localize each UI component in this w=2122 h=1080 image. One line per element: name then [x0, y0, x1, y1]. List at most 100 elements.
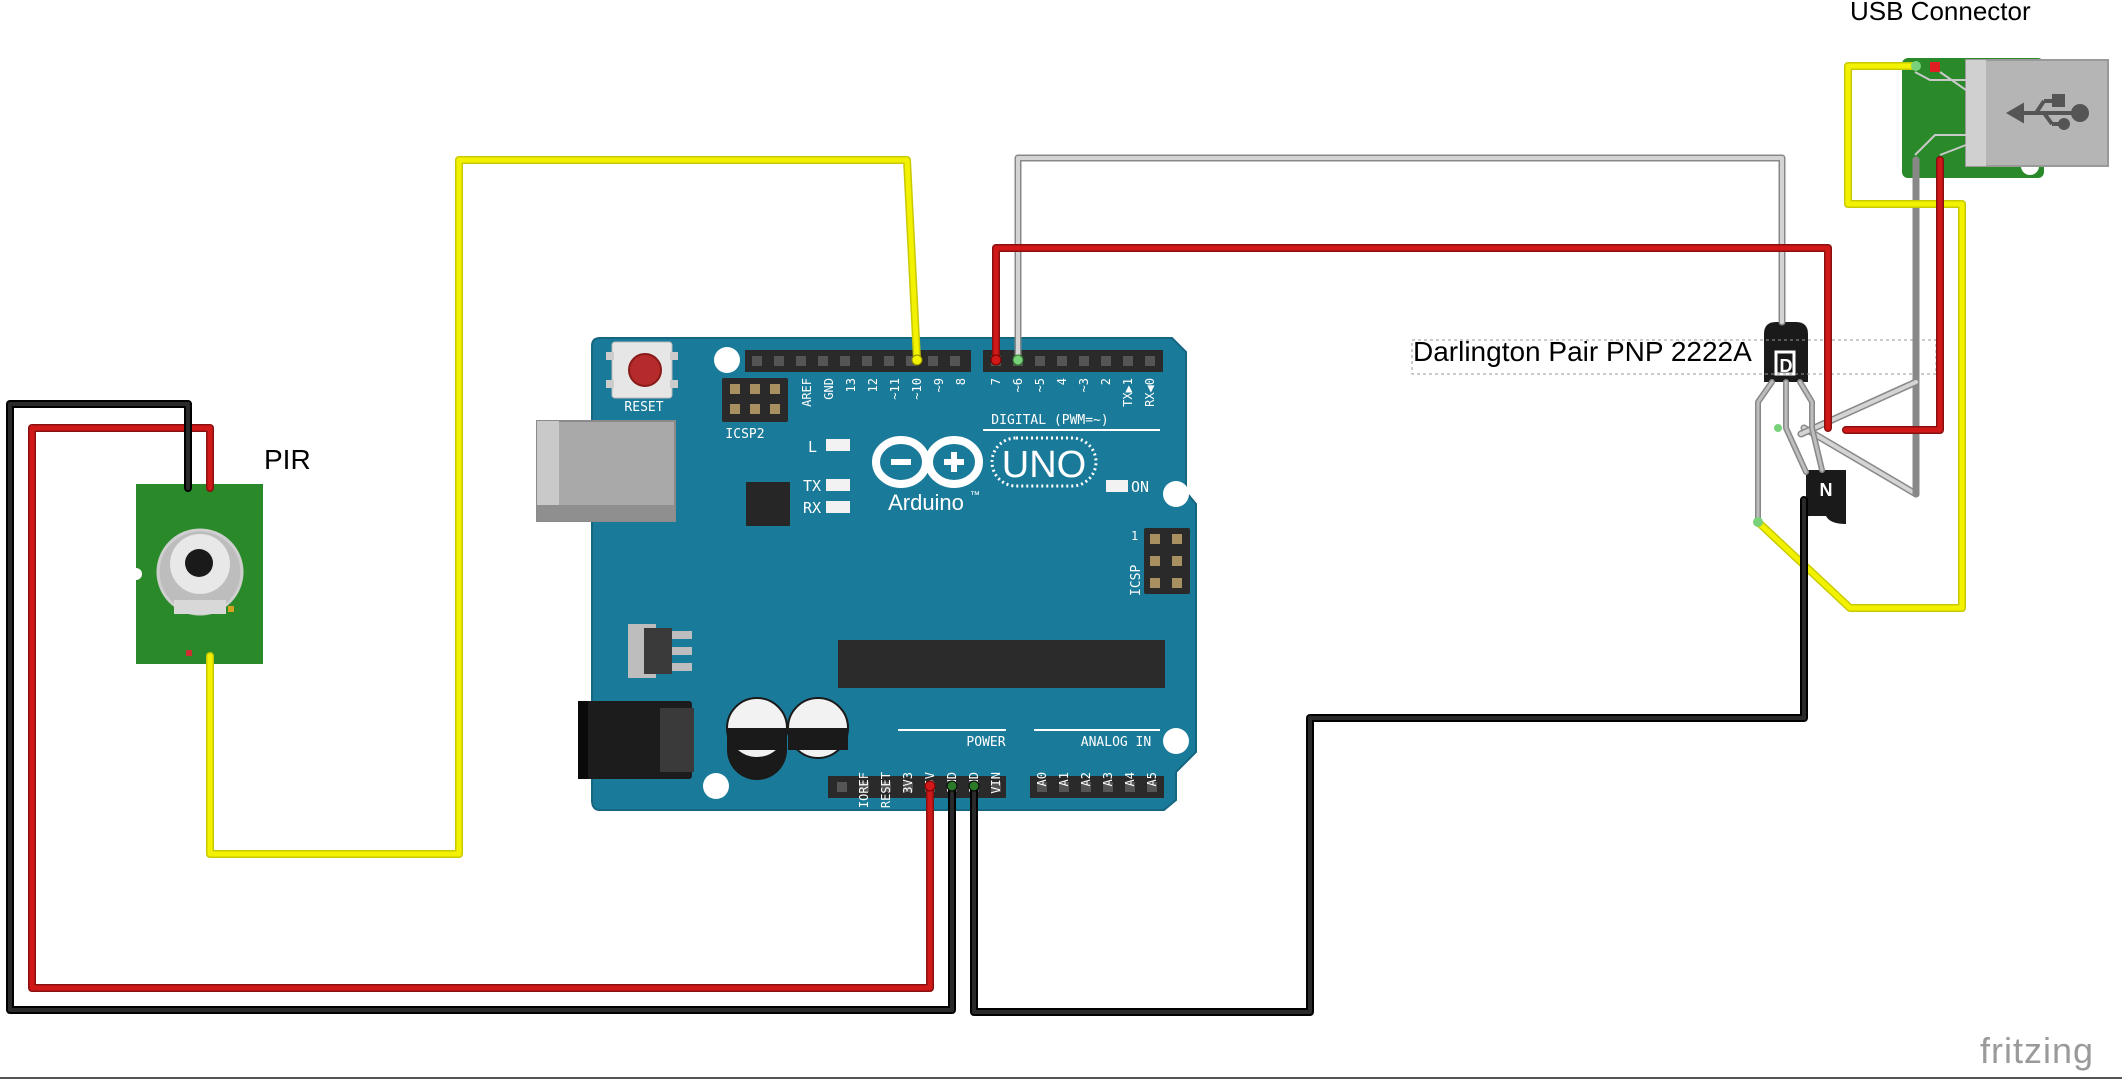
analog-section-label: ANALOG IN: [1081, 735, 1151, 750]
header-pin: [906, 356, 916, 366]
header-pin: [818, 356, 828, 366]
digital-pin-label: RX◀0: [1143, 378, 1157, 407]
transistor-top: D: [1764, 322, 1808, 382]
header-pin: [1079, 356, 1089, 366]
voltage-regulator: [628, 624, 692, 678]
usb-connector-breakout: [1902, 58, 2109, 178]
header-pin: [859, 782, 869, 792]
analog-pin-label: A5: [1145, 772, 1159, 786]
usb-connector-label: USB Connector: [1850, 0, 2031, 26]
arduino-pcb: [591, 337, 1197, 811]
digital-pin-label: AREF: [800, 378, 814, 407]
power-pin-label: VIN: [989, 772, 1003, 794]
header-pin: [1145, 356, 1155, 366]
brand-tm: ™: [970, 490, 980, 501]
wires: [6, 62, 1966, 1016]
icsp-label: ICSP: [1129, 565, 1144, 596]
transistor-leg: [1755, 379, 1775, 525]
header-pin: [1103, 782, 1113, 792]
header-pin: [1035, 356, 1045, 366]
header-pin: [1081, 782, 1091, 792]
header-pin: [903, 782, 913, 792]
transistor-top-mark: D: [1780, 356, 1793, 376]
digital-pin-label: 13: [844, 378, 858, 392]
header-pin: [884, 356, 894, 366]
transistor-bottom-mark: N: [1820, 480, 1833, 500]
digital-pin-label: ~9: [932, 378, 946, 392]
icsp2-label: ICSP2: [725, 427, 764, 442]
mount-hole: [714, 347, 740, 373]
header-pin: [1101, 356, 1111, 366]
power-header: [828, 776, 1006, 798]
mount-hole: [1163, 481, 1189, 507]
power-pin-label: IOREF: [857, 772, 871, 808]
brand-label: Arduino: [888, 490, 964, 515]
header-pin: [991, 782, 1001, 792]
header-pin: [1125, 782, 1135, 792]
arduino-logo: UNO Arduino ™: [872, 436, 1098, 515]
header-pin: [1037, 782, 1047, 792]
power-pin-label: RESET: [879, 772, 893, 808]
led-rx-label: RX: [803, 499, 821, 517]
wire-endpoints: [911, 61, 1921, 792]
digital-pin-label: 2: [1099, 378, 1113, 385]
header-pin: [950, 356, 960, 366]
usb-icon: [2006, 94, 2089, 130]
icsp2-header: [722, 378, 788, 422]
header-pin: [774, 356, 784, 366]
digital-pin-label: 7: [989, 378, 1003, 385]
header-pin: [1147, 782, 1157, 792]
pir-label: PIR: [264, 444, 311, 475]
led-tx-label: TX: [803, 477, 821, 495]
digital-pin-label: ~10: [910, 378, 924, 400]
led-rx: [826, 501, 850, 513]
header-pin: [928, 356, 938, 366]
icsp-pin1-label: 1: [1131, 529, 1138, 543]
led-l: [826, 439, 850, 451]
header-pin: [840, 356, 850, 366]
digital-pin-label: GND: [822, 378, 836, 400]
digital-section-label: DIGITAL (PWM=~): [991, 413, 1108, 428]
capacitor: [787, 697, 849, 759]
header-pin: [1059, 782, 1069, 792]
header-pin: [796, 356, 806, 366]
wire-grey: [1014, 154, 1786, 364]
usb-b-jack-shade: [537, 421, 559, 521]
analog-pin-label: A1: [1057, 772, 1071, 786]
digital-pin-label: 8: [954, 378, 968, 385]
led-on: [1106, 480, 1128, 492]
led-tx: [826, 479, 850, 491]
usb-chip: [746, 482, 790, 526]
atmega-chip: [838, 640, 1165, 688]
analog-pin-label: A4: [1123, 772, 1137, 786]
analog-header: [1030, 776, 1164, 798]
header-pin: [1057, 356, 1067, 366]
pir-sensor: [130, 484, 263, 664]
led-on-label: ON: [1131, 478, 1149, 496]
power-pin-label: 3V3: [901, 772, 915, 794]
analog-pin-label: A2: [1079, 772, 1093, 786]
header-pin: [752, 356, 762, 366]
digital-pin-label: 4: [1055, 378, 1069, 385]
digital-header-right: [983, 350, 1163, 372]
header-pin: [1123, 356, 1133, 366]
digital-pin-label: ~11: [888, 378, 902, 400]
power-section-label: POWER: [966, 735, 1005, 750]
header-pin: [881, 782, 891, 792]
digital-pin-label: TX▶1: [1121, 378, 1135, 407]
digital-pin-label: ~3: [1077, 378, 1091, 392]
usb-b-jack: [536, 420, 676, 522]
fritzing-logo: fritzing: [1980, 1030, 2095, 1071]
digital-pin-label: ~6: [1011, 378, 1025, 392]
capacitor: [726, 697, 788, 780]
icsp-header: [1144, 528, 1190, 594]
arduino-uno-board: RESET ICSP2 L TX RX ON UNO Arduino: [536, 337, 1197, 811]
reset-label: RESET: [624, 400, 663, 415]
mount-hole: [703, 773, 729, 799]
digital-pin-label: 12: [866, 378, 880, 392]
header-pin: [862, 356, 872, 366]
analog-pin-label: A3: [1101, 772, 1115, 786]
digital-pin-label: ~5: [1033, 378, 1047, 392]
darlington-label: Darlington Pair PNP 2222A: [1413, 336, 1752, 367]
